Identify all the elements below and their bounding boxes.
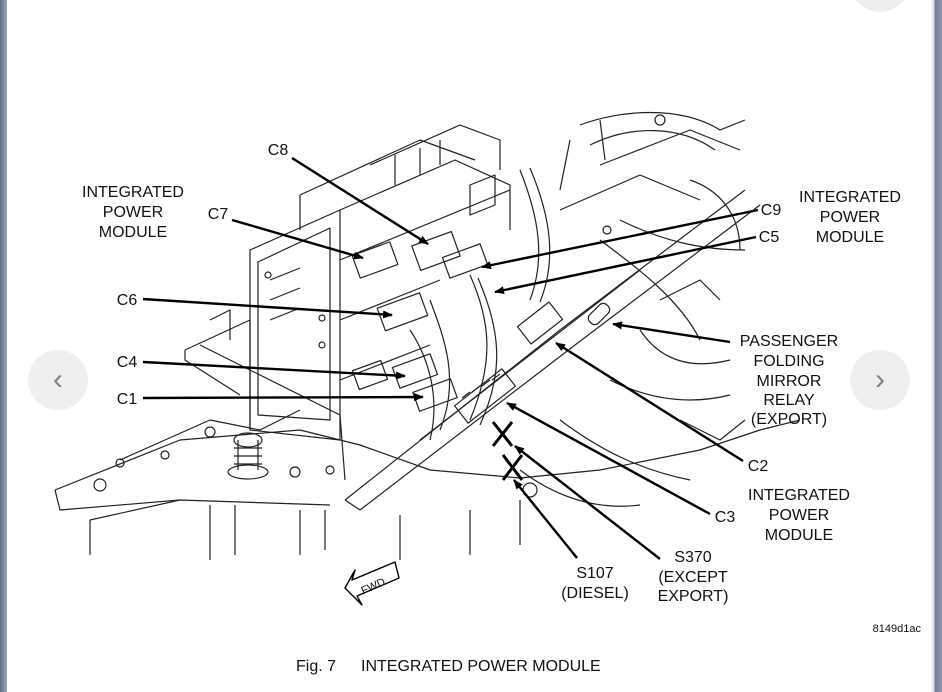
label-s370-line3: EXPORT) — [658, 588, 729, 605]
leader-lines — [142, 156, 759, 560]
label-ipm-right-line3: MODULE — [816, 229, 884, 246]
leader-c1 — [142, 393, 424, 402]
label-s370-line2: (EXCEPT — [658, 569, 728, 586]
splice-s370-mark — [491, 421, 514, 447]
label-s107-line1: S107 — [576, 565, 613, 582]
forward-arrow-icon: FWD — [344, 561, 400, 606]
leader-c2 — [555, 341, 744, 463]
label-s370-line1: S370 — [674, 549, 711, 566]
label-c6: C6 — [117, 292, 138, 309]
label-ipm-bottom-line2: POWER — [769, 507, 829, 524]
label-ipm-right-line1: INTEGRATED — [799, 189, 901, 206]
label-relay-line3: MIRROR — [757, 373, 822, 390]
next-button[interactable]: › — [850, 350, 910, 410]
figure-title: INTEGRATED POWER MODULE — [361, 658, 601, 675]
leader-c4 — [142, 360, 406, 380]
leader-c9 — [481, 208, 759, 270]
label-c4: C4 — [117, 354, 138, 371]
splice-s107-mark — [501, 454, 524, 481]
label-relay-line2: FOLDING — [753, 353, 824, 370]
label-c7: C7 — [208, 206, 229, 223]
label-relay-line5: (EXPORT) — [751, 411, 827, 428]
callout-labels: C8 INTEGRATED POWER MODULE C7 C6 C4 C1 C… — [82, 142, 921, 675]
label-c3: C3 — [715, 509, 736, 526]
label-c5: C5 — [759, 229, 780, 246]
label-ipm-left-line2: POWER — [103, 204, 163, 221]
window-left-edge — [0, 0, 7, 692]
label-ipm-right-line2: POWER — [820, 209, 880, 226]
label-relay-line4: RELAY — [763, 392, 815, 409]
leader-c5 — [494, 235, 757, 295]
previous-button[interactable]: ‹ — [28, 350, 88, 410]
leader-c6 — [142, 297, 393, 319]
figure-code: 8149d1ac — [873, 623, 922, 635]
label-c1: C1 — [117, 391, 138, 408]
label-ipm-bottom-line1: INTEGRATED — [748, 487, 850, 504]
splice-marks — [491, 421, 524, 481]
label-relay-line1: PASSENGER — [740, 333, 838, 350]
label-ipm-left-line3: MODULE — [99, 224, 167, 241]
label-ipm-bottom-line3: MODULE — [765, 527, 833, 544]
label-c2: C2 — [748, 458, 769, 475]
dashboard-illustration — [54, 111, 801, 560]
leader-s107 — [513, 479, 578, 559]
leader-relay — [612, 321, 731, 344]
label-ipm-left-line1: INTEGRATED — [82, 184, 184, 201]
chevron-left-icon: ‹ — [53, 363, 63, 396]
label-s107-line2: (DIESEL) — [561, 585, 629, 602]
label-c9: C9 — [761, 202, 782, 219]
leader-c8 — [291, 156, 429, 246]
label-c8: C8 — [268, 142, 289, 159]
leader-c3 — [506, 401, 711, 516]
leader-c7 — [231, 218, 364, 260]
leader-s370 — [514, 445, 661, 560]
chevron-right-icon: › — [875, 363, 885, 396]
window-right-edge — [930, 0, 942, 692]
figure-number: Fig. 7 — [296, 658, 336, 675]
